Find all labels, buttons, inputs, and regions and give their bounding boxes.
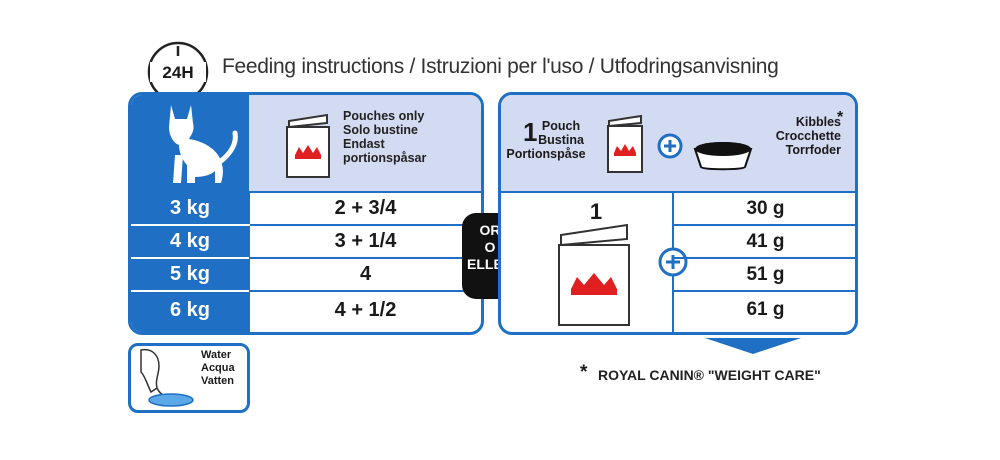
pouch-line-sv-2: portionspåsar (343, 151, 427, 165)
water-label-en: Water (201, 349, 232, 361)
footnote-asterisk: * (580, 362, 588, 383)
row-divider (250, 224, 481, 226)
water-label-it: Acqua (201, 362, 235, 374)
water-label-sv: Vatten (201, 375, 235, 387)
pouch-amount-cell: 2 + 3/4 (334, 197, 397, 219)
pouch-label-en: Pouch (541, 119, 581, 133)
weight-cell: 4 kg (131, 226, 249, 257)
column-divider (248, 191, 250, 332)
mixed-feeding-header: 1 Pouch Bustina Portionspåse Kibbles Cro… (501, 95, 855, 191)
kibbles-grams-cell: 30 g (746, 198, 785, 219)
pouches-only-table: Pouches only Solo bustine Endast portion… (128, 92, 484, 335)
kibbles-asterisk: * (837, 109, 844, 126)
pouch-label-sv: Portionspåse (506, 147, 586, 161)
pouches-only-header: Pouches only Solo bustine Endast portion… (249, 95, 481, 191)
pouch-count: 1 (523, 117, 538, 147)
footnote-text: ROYAL CANIN® "WEIGHT CARE" (598, 367, 821, 383)
pouch-amount: 1 (589, 199, 603, 224)
row-divider (674, 224, 855, 226)
row-divider (250, 257, 481, 259)
kibbles-label-en: Kibbles (795, 115, 841, 129)
kibbles-label-sv: Torrfoder (785, 143, 841, 157)
pouch-and-kibbles-table: 1 Pouch Bustina Portionspåse Kibbles Cro… (498, 92, 858, 335)
row-divider (501, 191, 855, 193)
kibbles-label-it: Crocchette (775, 129, 841, 143)
page-title: Feeding instructions / Istruzioni per l'… (222, 55, 779, 78)
clock-label: 24H (162, 63, 194, 82)
pouch-amount-cell: 4 (359, 263, 372, 285)
or-text-it: O (484, 239, 496, 255)
plus-icon (657, 133, 683, 159)
kibble-bowl-icon (693, 142, 753, 171)
arrow-down-icon (705, 338, 801, 354)
or-text-en: OR (479, 222, 501, 238)
pouch-amount-cell: 4 + 1/2 (334, 299, 397, 321)
pouch-icon (558, 223, 630, 326)
weight-cell: 5 kg (131, 259, 249, 290)
row-divider (131, 290, 249, 292)
row-divider (674, 290, 855, 292)
pouch-label-it: Bustina (538, 133, 584, 147)
pouch-amount-cell: 3 + 1/4 (334, 230, 397, 252)
pouch-line-en: Pouches only (343, 109, 425, 123)
kibbles-grams-cell: 41 g (746, 231, 785, 252)
pouch-line-it: Solo bustine (343, 123, 418, 137)
water-box: Water Acqua Vatten (128, 343, 250, 413)
weight-cell: 6 kg (131, 292, 249, 332)
row-divider (131, 257, 249, 259)
kibbles-grams-cell: 51 g (746, 264, 785, 285)
pouch-line-sv-1: Endast (343, 137, 385, 151)
pouch-icon (286, 113, 330, 178)
row-divider (131, 191, 481, 193)
row-divider (250, 290, 481, 292)
cat-icon (169, 105, 238, 183)
row-divider (674, 257, 855, 259)
plus-icon (658, 247, 688, 277)
cat-weight-header (131, 95, 249, 191)
kibbles-grams-cell: 61 g (746, 299, 785, 320)
weight-cell: 3 kg (131, 193, 249, 224)
pouch-icon (607, 114, 643, 173)
cat-drinking-icon (140, 348, 194, 407)
